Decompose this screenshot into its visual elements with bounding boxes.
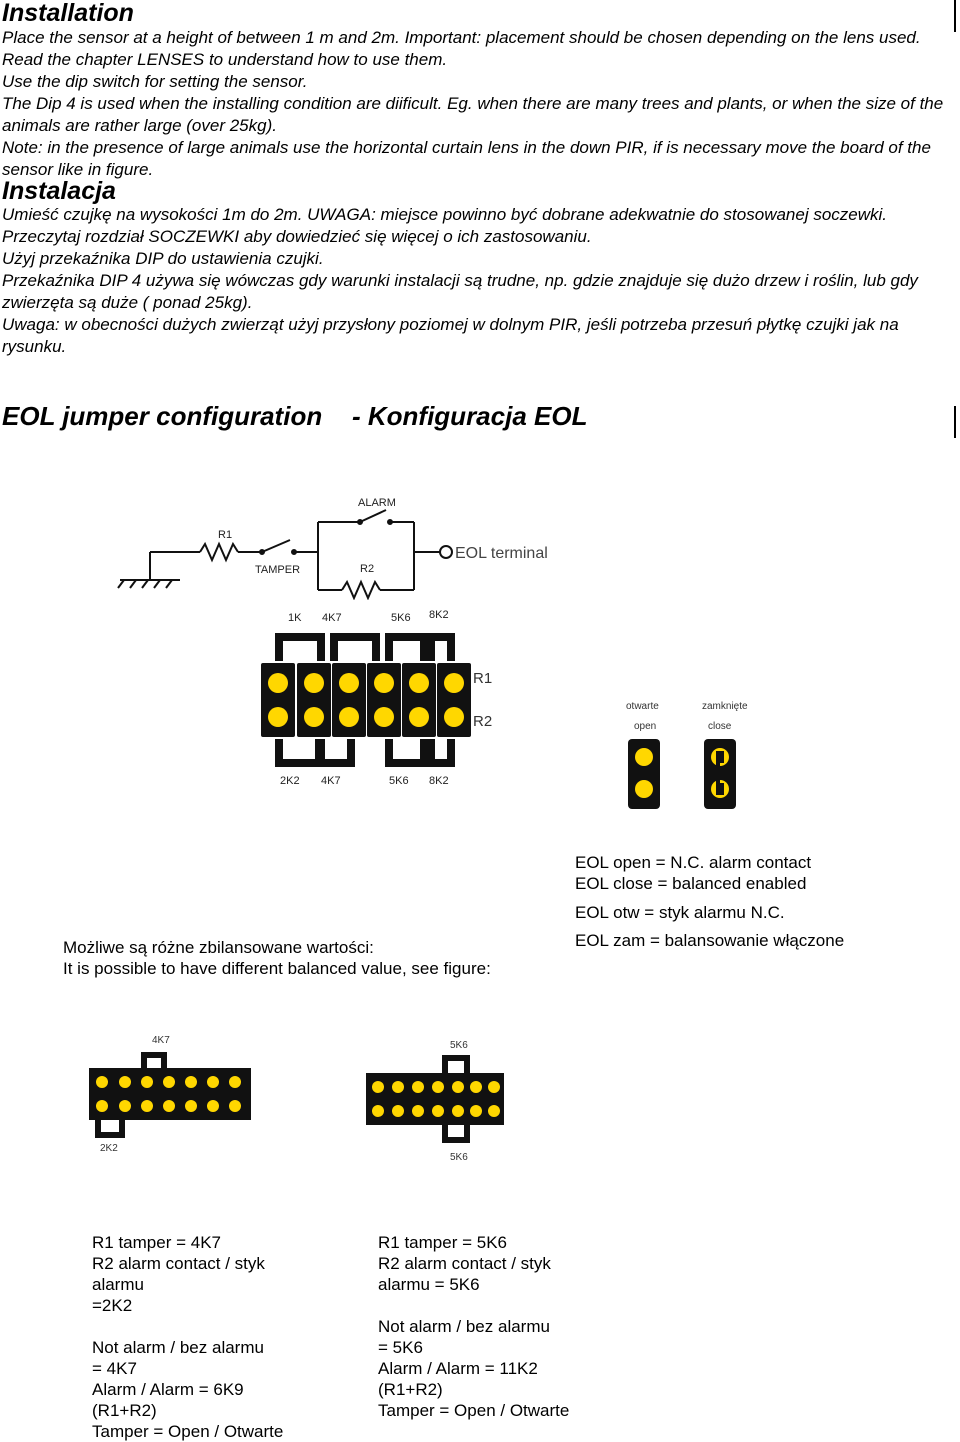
eol-open-close-diagram: otwarte open zamknięte close (626, 701, 748, 809)
jumper-label-5k6-bottom: 5K6 (389, 775, 409, 787)
circuit-label-alarm: ALARM (358, 497, 396, 509)
jumper-label-4k7-top: 4K7 (322, 612, 342, 624)
circuit-label-r2: R2 (360, 563, 374, 575)
instalacja-title: Instalacja (2, 177, 116, 205)
instalacja-paragraph: Użyj przekaźnika DIP do ustawienia czujk… (2, 249, 324, 268)
label-otwarte: otwarte (626, 701, 659, 712)
jumper-label-8k2-top: 8K2 (429, 609, 449, 621)
jumper-block-diagram: 1K 4K7 5K6 8K2 R1 R2 2K2 4K7 5K (261, 609, 492, 787)
jumper-block-body (261, 663, 471, 737)
eol-note-1: EOL open = N.C. alarm contact (575, 853, 812, 872)
jumper-row-label-r1: R1 (473, 670, 492, 687)
installation-title: Installation (2, 0, 134, 27)
jumper-row-label-r2: R2 (473, 713, 492, 730)
installation-text: Place the sensor at a height of between … (2, 27, 952, 181)
label-close: close (708, 721, 732, 732)
example-b-top-label: 5K6 (450, 1040, 468, 1051)
margin-bar-eol (954, 406, 956, 438)
jumper-closed (704, 739, 736, 809)
jumper-label-8k2-bottom: 8K2 (429, 775, 449, 787)
example-a-jumper-diagram: 4K7 2K2 (89, 1035, 251, 1154)
balanced-note-pl: Możliwe są różne zbilansowane wartości: (63, 938, 374, 957)
jumper-label-1k: 1K (288, 612, 302, 624)
instalacja-paragraph: Przekaźnika DIP 4 używa się wówczas gdy … (2, 271, 918, 312)
eol-title-pl: - Konfiguracja EOL (352, 401, 588, 431)
circuit-label-terminal: EOL terminal (455, 545, 548, 562)
jumper-top-labels: 1K 4K7 5K6 8K2 (288, 609, 449, 624)
balanced-note-en: It is possible to have different balance… (63, 959, 491, 978)
installation-paragraph: Place the sensor at a height of between … (2, 28, 921, 69)
label-open: open (634, 721, 656, 732)
example-b-jumper-diagram: 5K6 5K6 (366, 1040, 504, 1163)
margin-bar-top (954, 0, 956, 32)
eol-note-3: EOL otw = styk alarmu N.C. (575, 903, 785, 922)
installation-paragraph: The Dip 4 is used when the installing co… (2, 94, 944, 135)
eol-title-en: EOL jumper configuration (2, 401, 323, 431)
eol-note-2: EOL close = balanced enabled (575, 874, 807, 893)
jumper-label-2k2: 2K2 (280, 775, 300, 787)
eol-circuit-diagram: R1 TAMPER ALARM R2 EOL terminal (117, 497, 548, 600)
circuit-label-r1: R1 (218, 529, 232, 541)
instalacja-paragraph: Umieść czujkę na wysokości 1m do 2m. UWA… (2, 205, 888, 246)
example-b-text: R1 tamper = 5K6 R2 alarm contact / styk … (378, 1233, 570, 1420)
eol-note-4: EOL zam = balansowanie włączone (575, 931, 845, 950)
label-zamkniete: zamknięte (702, 701, 748, 712)
example-a-bottom-label: 2K2 (100, 1143, 118, 1154)
instalacja-paragraph: Uwaga: w obecności dużych zwierząt użyj … (2, 315, 899, 356)
circuit-label-tamper: TAMPER (255, 564, 300, 576)
instalacja-text: Umieść czujkę na wysokości 1m do 2m. UWA… (2, 204, 952, 358)
jumper-open (628, 739, 660, 809)
installation-paragraph: Use the dip switch for setting the senso… (2, 72, 308, 91)
jumper-label-4k7-bottom: 4K7 (321, 775, 341, 787)
example-a-text: R1 tamper = 4K7 R2 alarm contact / styk … (92, 1233, 284, 1441)
example-a-top-label: 4K7 (152, 1035, 170, 1046)
jumper-label-5k6-top: 5K6 (391, 612, 411, 624)
example-b-bottom-label: 5K6 (450, 1152, 468, 1163)
installation-paragraph: Note: in the presence of large animals u… (2, 138, 931, 179)
